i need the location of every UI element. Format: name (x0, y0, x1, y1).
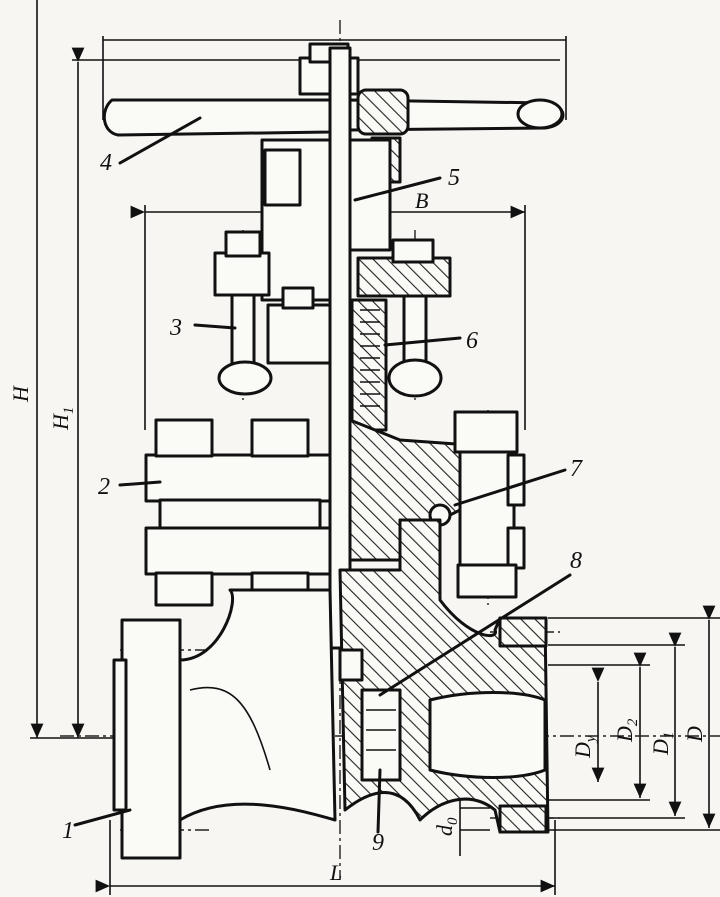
callout-4: 4 (100, 150, 112, 176)
callout-1: 1 (62, 818, 74, 844)
valve-body (112, 518, 550, 860)
callout-8: 8 (570, 548, 582, 574)
gland-assembly (213, 230, 452, 432)
dimension-lines (30, 0, 720, 895)
dim-D2: D2 (612, 718, 641, 743)
dim-H1: H1 (48, 407, 77, 431)
yoke-and-stem (260, 46, 392, 650)
callout-3: 3 (169, 315, 182, 341)
dim-L: L (329, 860, 342, 885)
callout-labels: 1 2 3 4 5 6 7 8 9 (62, 150, 583, 856)
dim-Dy: Dy (570, 735, 599, 759)
leader-lines (73, 116, 572, 834)
callout-9: 9 (372, 830, 384, 856)
dim-B: B (415, 188, 428, 213)
dim-d0: d0 (432, 817, 461, 836)
dim-H: H (8, 385, 33, 403)
dim-D: D (682, 726, 707, 743)
callout-5: 5 (448, 165, 460, 191)
callout-6: 6 (466, 328, 478, 354)
dimension-labels: H H1 B L D D1 D2 Dy d0 (8, 188, 707, 885)
callout-7: 7 (570, 456, 583, 482)
callout-2: 2 (98, 474, 110, 500)
dim-D1: D1 (648, 732, 677, 756)
